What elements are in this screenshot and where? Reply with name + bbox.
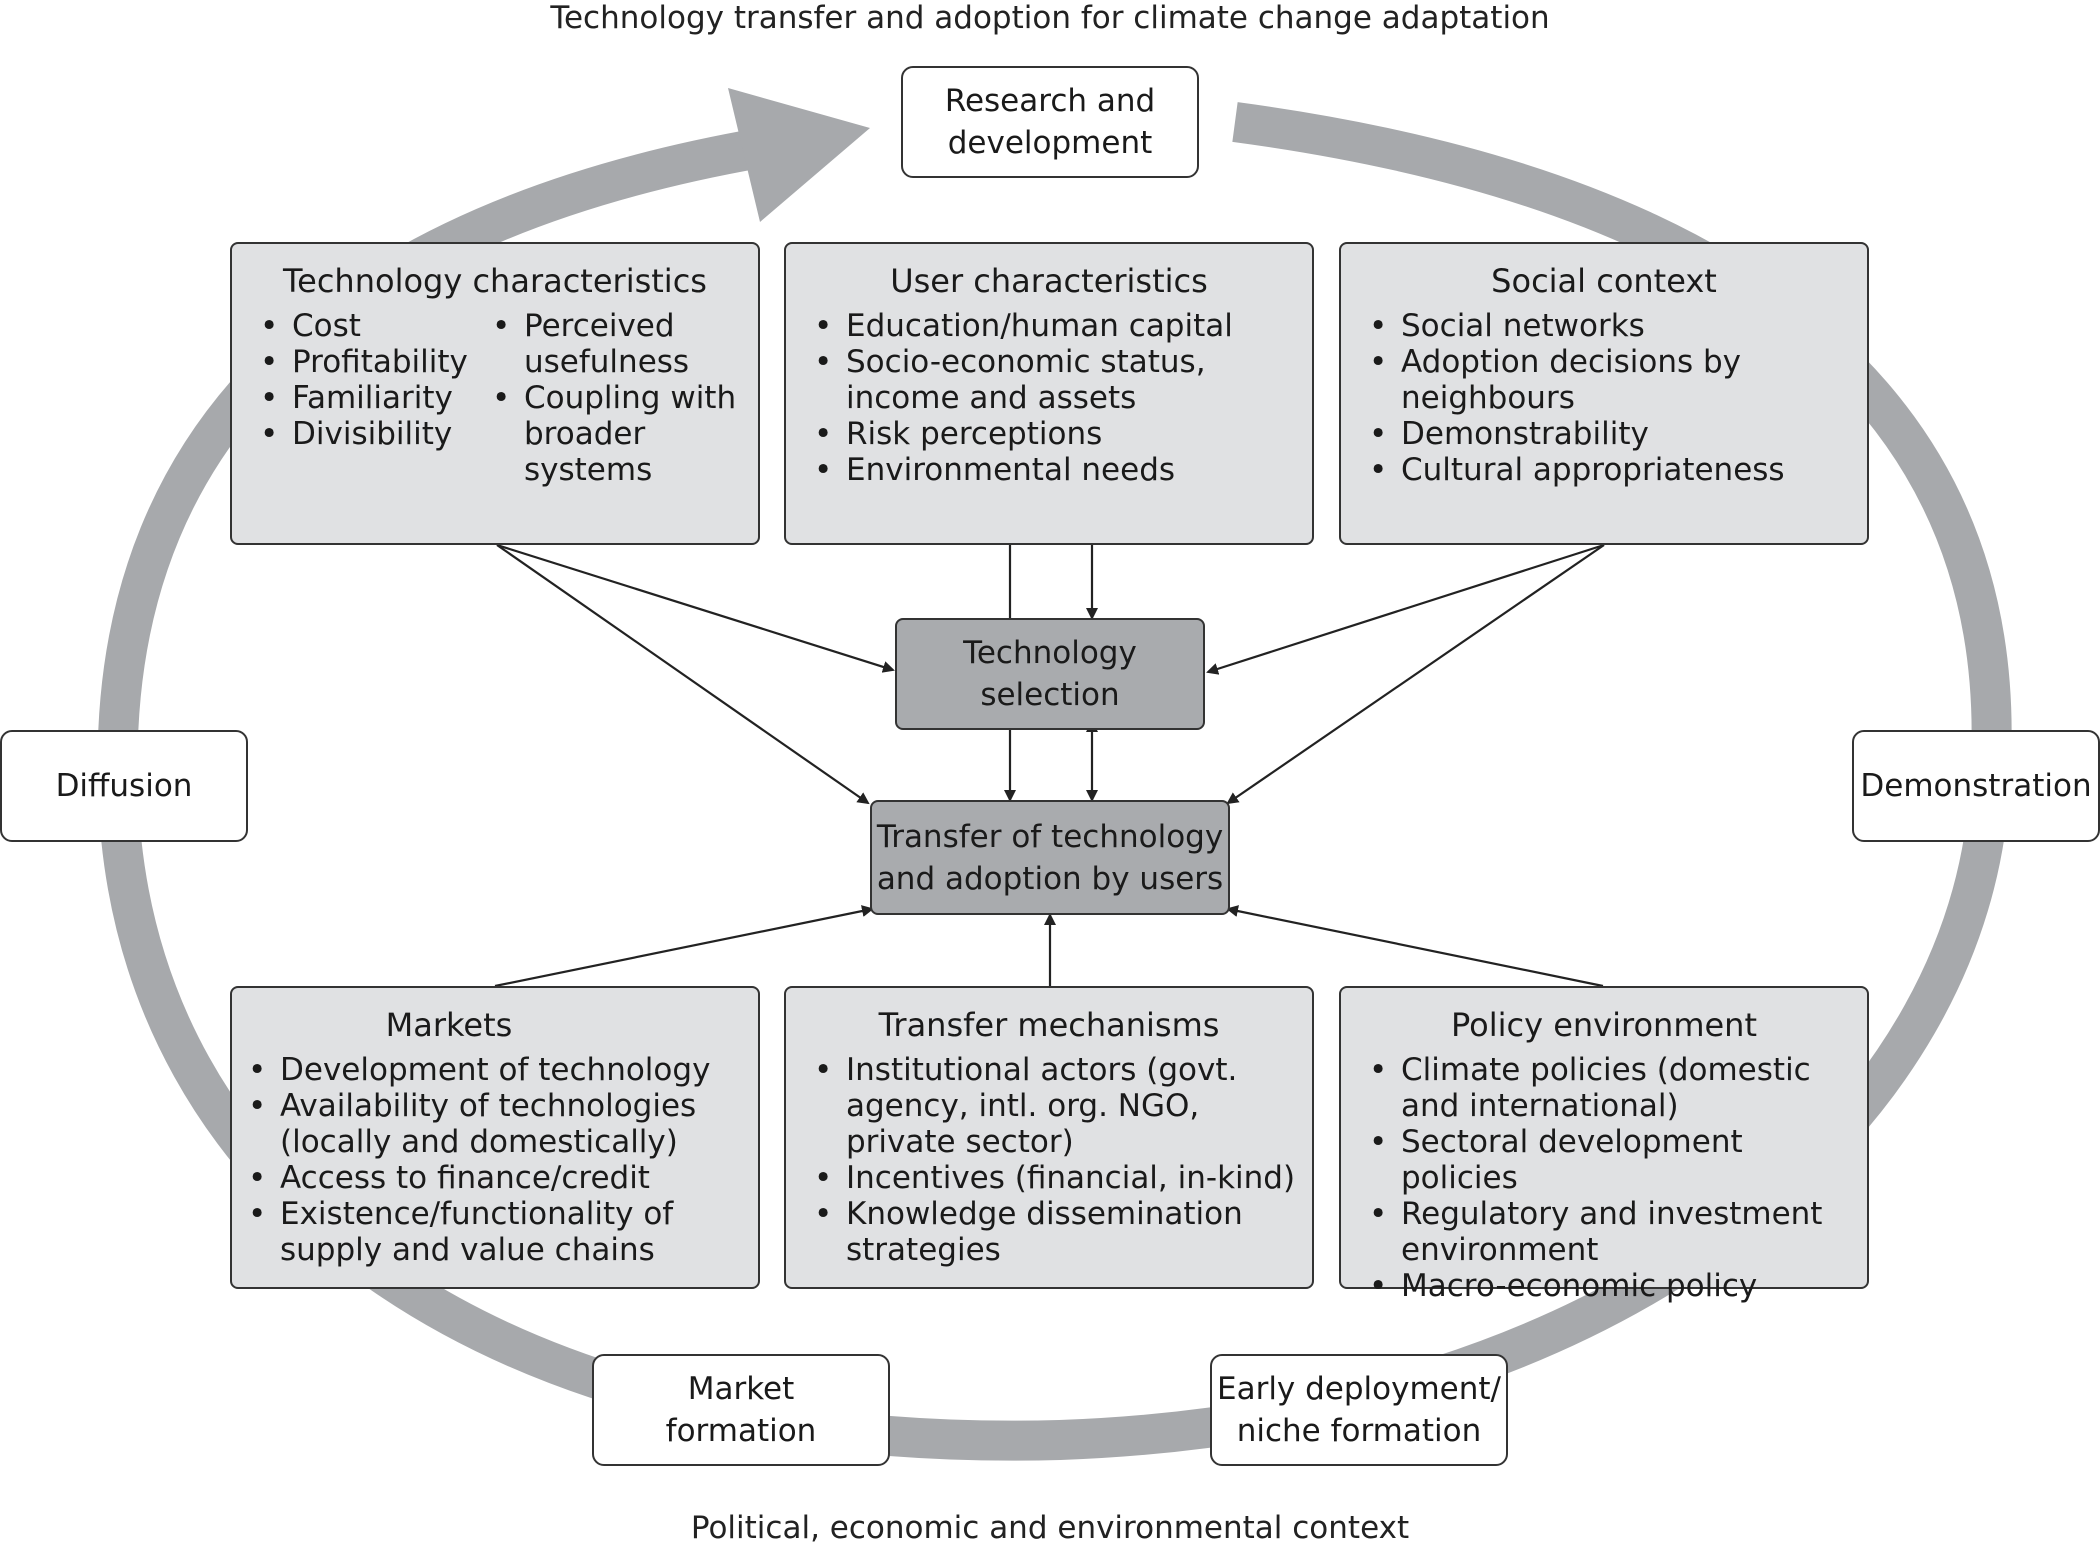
arrow-social-to-selection (1206, 543, 1605, 675)
diagram-title: Technology transfer and adoption for cli… (550, 0, 1550, 36)
list-item: Incentives (financial, in-kind) (800, 1160, 1298, 1196)
list-item: Divisibility (246, 416, 478, 452)
cycle-ring-path (97, 102, 2012, 1461)
stage-diffusion: Diffusion (0, 730, 248, 842)
list-item: Education/human capital (800, 308, 1298, 344)
factor-list: Education/human capital Socio-economic s… (800, 308, 1298, 488)
list-item: Access to finance/credit (234, 1160, 744, 1196)
list-item: Climate policies (domestic and internati… (1355, 1052, 1853, 1124)
stage-market-formation: Market formation (592, 1354, 890, 1466)
list-item: Demonstrability (1355, 416, 1853, 452)
list-item: Sectoral development policies (1355, 1124, 1853, 1196)
factor-social-context: Social context Social networks Adoption … (1339, 242, 1869, 545)
stage-demonstration: Demonstration (1852, 730, 2100, 842)
factor-list-right: Perceived usefulness Coupling with broad… (478, 308, 744, 488)
factor-policy-environment: Policy environment Climate policies (dom… (1339, 986, 1869, 1304)
factor-title: Markets (385, 1006, 513, 1044)
cycle-ring (97, 88, 2012, 1461)
list-item: Coupling with broader systems (478, 380, 744, 488)
arrow-tech-to-selection (496, 543, 895, 673)
factor-user-characteristics: User characteristics Education/human cap… (784, 242, 1314, 545)
technology-selection-box: Technology selection (895, 618, 1205, 730)
factor-title: Technology characteristics (283, 262, 707, 300)
transfer-and-adoption-box: Transfer of technology and adoption by u… (870, 800, 1230, 915)
list-item: Cultural appropriateness (1355, 452, 1853, 488)
list-item: Cost (246, 308, 478, 344)
list-item: Availability of technologies (locally an… (234, 1088, 744, 1160)
factor-list: Development of technology Availability o… (234, 1052, 744, 1268)
factor-transfer-mechanisms: Transfer mechanisms Institutional actors… (784, 986, 1314, 1289)
list-item: Macro-economic policy (1355, 1268, 1853, 1304)
context-caption: Political, economic and environmental co… (690, 1510, 1410, 1546)
list-item: Socio-economic status, income and assets (800, 344, 1298, 416)
factor-title: Social context (1491, 262, 1717, 300)
cycle-arrowhead (728, 88, 870, 222)
list-item: Environmental needs (800, 452, 1298, 488)
factor-title: Policy environment (1450, 1006, 1757, 1044)
list-item: Development of technology (234, 1052, 744, 1088)
factor-technology-characteristics: Technology characteristics Cost Profitab… (230, 242, 760, 545)
factor-markets: Markets Development of technology Availa… (230, 986, 760, 1289)
list-item: Familiarity (246, 380, 478, 416)
factor-list-left: Cost Profitability Familiarity Divisibil… (246, 308, 478, 488)
factor-title: Transfer mechanisms (878, 1006, 1220, 1044)
list-item: Perceived usefulness (478, 308, 744, 380)
list-item: Profitability (246, 344, 478, 380)
list-item: Knowledge dissemination strategies (800, 1196, 1298, 1268)
arrow-social-to-transfer (1226, 544, 1605, 805)
list-item: Social networks (1355, 308, 1853, 344)
stage-early-deployment: Early deployment/ niche formation (1210, 1354, 1508, 1466)
connectors (494, 543, 1605, 988)
factor-list: Institutional actors (govt. agency, intl… (800, 1052, 1298, 1268)
factor-title: User characteristics (890, 262, 1208, 300)
factor-columns: Cost Profitability Familiarity Divisibil… (246, 308, 744, 488)
stage-research-and-development: Research and development (901, 66, 1199, 178)
list-item: Regulatory and investment environment (1355, 1196, 1853, 1268)
list-item: Risk perceptions (800, 416, 1298, 452)
arrow-tech-to-transfer (496, 544, 870, 805)
list-item: Adoption decisions by neighbours (1355, 344, 1853, 416)
factor-list: Climate policies (domestic and internati… (1355, 1052, 1853, 1304)
arrow-markets-to-transfer (494, 905, 874, 988)
list-item: Existence/functionality of supply and va… (234, 1196, 744, 1268)
factor-list: Social networks Adoption decisions by ne… (1355, 308, 1853, 488)
list-item: Institutional actors (govt. agency, intl… (800, 1052, 1298, 1160)
arrow-policy-to-transfer (1226, 905, 1604, 988)
